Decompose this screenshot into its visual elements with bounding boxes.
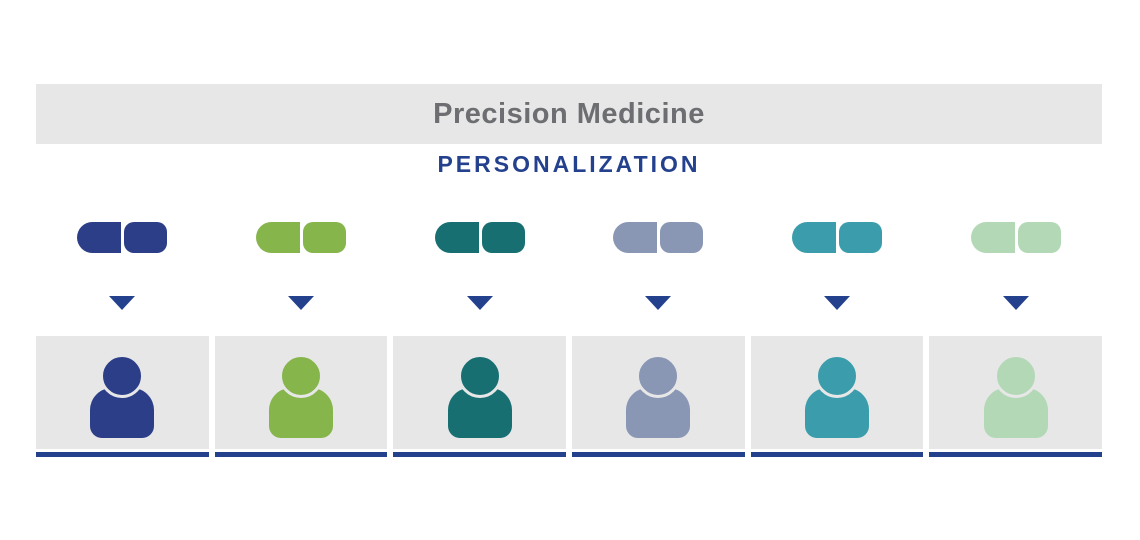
person-head <box>993 354 1038 398</box>
pill-icon-green <box>256 222 346 253</box>
person-icon-green <box>269 354 333 438</box>
patient-col-teal <box>750 336 924 457</box>
arrows-row <box>36 296 1102 310</box>
arrow-down-icon <box>288 296 314 310</box>
patient-col-navy <box>36 336 209 457</box>
arrow-down-icon <box>645 296 672 310</box>
underline-segment <box>572 452 745 457</box>
patient-box-light-green <box>929 336 1103 449</box>
pills-row <box>36 222 1102 253</box>
pill-icon-slate-blue <box>613 222 704 253</box>
patient-box-navy <box>36 336 209 449</box>
underline-segment <box>929 452 1103 457</box>
person-head <box>457 354 502 398</box>
patients-row <box>36 336 1103 457</box>
pill-icon-light-green <box>970 222 1061 253</box>
person-icon-navy <box>90 354 155 438</box>
pill-cell-green <box>215 222 388 253</box>
person-head <box>279 354 323 398</box>
arrow-cell-slate-blue <box>572 296 745 310</box>
pill-right-half <box>303 222 346 253</box>
arrow-cell-teal <box>751 296 924 310</box>
arrow-cell-navy <box>36 296 209 310</box>
patient-box-slate-blue <box>572 336 745 449</box>
pill-cell-dark-teal <box>393 222 566 253</box>
pill-right-half <box>839 222 883 253</box>
patient-col-slate-blue <box>572 336 745 457</box>
patient-col-green <box>214 336 388 457</box>
pill-left-half <box>256 222 300 253</box>
header-bar: Precision Medicine <box>36 84 1102 144</box>
underline-segment <box>214 452 388 457</box>
pill-cell-navy <box>36 222 209 253</box>
pill-right-half <box>1017 222 1061 253</box>
underline-segment <box>36 452 209 457</box>
pill-icon-teal <box>792 222 883 253</box>
page-title: Precision Medicine <box>433 97 705 130</box>
subtitle-personalization: PERSONALIZATION <box>437 151 701 177</box>
pill-icon-dark-teal <box>434 222 525 253</box>
patient-col-light-green <box>929 336 1103 457</box>
pill-icon-navy <box>77 222 168 253</box>
pill-left-half <box>970 222 1015 253</box>
patient-box-dark-teal <box>393 336 567 449</box>
underline-segment <box>393 452 567 457</box>
underline-segment <box>750 452 924 457</box>
person-icon-dark-teal <box>447 354 512 438</box>
person-icon-slate-blue <box>626 354 691 438</box>
person-icon-teal <box>805 354 870 438</box>
arrow-down-icon <box>824 296 851 310</box>
patient-box-green <box>214 336 388 449</box>
person-head <box>100 354 145 398</box>
pill-cell-slate-blue <box>572 222 745 253</box>
arrow-down-icon <box>109 296 136 310</box>
pill-right-half <box>660 222 704 253</box>
pill-left-half <box>792 222 837 253</box>
diagram-content: Precision Medicine PERSONALIZATION <box>36 84 1103 457</box>
person-head <box>636 354 681 398</box>
pill-cell-teal <box>751 222 924 253</box>
pill-left-half <box>434 222 479 253</box>
patient-col-dark-teal <box>393 336 567 457</box>
arrow-down-icon <box>1002 296 1029 310</box>
arrow-cell-green <box>215 296 388 310</box>
arrow-cell-light-green <box>929 296 1102 310</box>
pill-left-half <box>77 222 122 253</box>
pill-right-half <box>124 222 168 253</box>
person-head <box>815 354 860 398</box>
arrow-down-icon <box>466 296 493 310</box>
arrow-cell-dark-teal <box>393 296 566 310</box>
pill-right-half <box>481 222 525 253</box>
pill-cell-light-green <box>929 222 1102 253</box>
person-icon-light-green <box>983 354 1048 438</box>
patient-box-teal <box>750 336 924 449</box>
pill-left-half <box>613 222 658 253</box>
